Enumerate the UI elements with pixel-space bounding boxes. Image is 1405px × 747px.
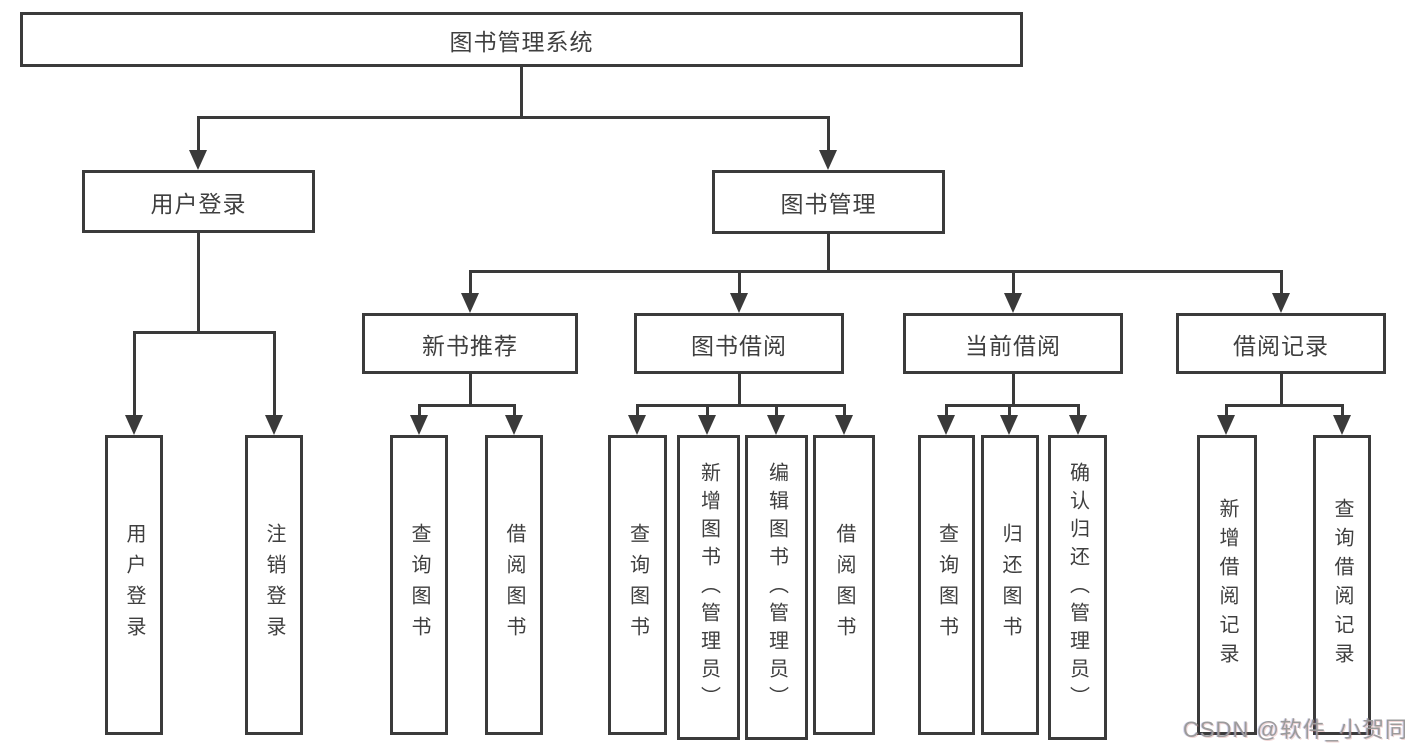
arrow-down-icon [1000,415,1018,435]
leaf-borrow-query-book: 查询图书 [608,435,667,735]
leaf-current-query-book: 查询图书 [918,435,975,735]
node-borrow-record-label: 借阅记录 [1233,332,1329,359]
connector-line [827,234,830,272]
arrow-down-icon [628,415,646,435]
node-book-management-label: 图书管理 [780,191,877,217]
leaf-recommend-query-book: 查询图书 [390,435,448,735]
leaf-confirm-return-admin: 确认归还（管理员） [1048,435,1107,740]
arrow-down-icon [730,293,748,313]
connector-line [1225,404,1228,418]
node-new-book-recommend: 新书推荐 [362,313,578,374]
node-root-label: 图书管理系统 [449,28,594,55]
node-current-borrow: 当前借阅 [903,313,1123,374]
connector-line [775,404,778,418]
leaf-user-login-label: 用户登录 [123,523,145,647]
connector-line [513,404,516,418]
leaf-add-book-admin: 新增图书（管理员） [677,435,740,740]
arrow-down-icon [410,415,428,435]
leaf-return-book: 归还图书 [981,435,1039,735]
node-borrow-record: 借阅记录 [1176,313,1386,374]
connector-line [827,116,830,152]
connector-line [273,331,276,416]
arrow-down-icon [189,150,207,170]
leaf-borrow-book: 借阅图书 [813,435,875,735]
leaf-query-borrow-record: 查询借阅记录 [1313,435,1371,735]
connector-line [706,404,709,418]
leaf-recommend-borrow-book-label: 借阅图书 [503,523,525,647]
leaf-borrow-query-book-label: 查询图书 [626,523,649,647]
arrow-down-icon [1333,415,1351,435]
arrow-down-icon [505,415,523,435]
arrow-down-icon [1069,415,1087,435]
connector-line [945,404,948,418]
connector-line [738,270,741,295]
node-user-login: 用户登录 [82,170,315,233]
leaf-return-book-label: 归还图书 [999,523,1021,647]
connector-line [843,404,846,418]
leaf-recommend-borrow-book: 借阅图书 [485,435,543,735]
leaf-add-book-admin-label: 新增图书（管理员） [697,461,720,714]
connector-line [945,404,1080,407]
connector-line [1012,270,1015,295]
leaf-edit-book-admin-label: 编辑图书（管理员） [765,461,788,714]
node-user-login-label: 用户登录 [150,190,247,217]
connector-line [738,374,741,407]
connector-line [469,270,1283,273]
leaf-borrow-book-label: 借阅图书 [833,523,855,647]
leaf-add-borrow-record: 新增借阅记录 [1197,435,1257,735]
arrow-down-icon [698,415,716,435]
arrow-down-icon [1272,293,1290,313]
node-new-book-recommend-label: 新书推荐 [422,332,518,359]
leaf-add-borrow-record-label: 新增借阅记录 [1216,498,1238,672]
connector-line [197,233,200,334]
arrow-down-icon [1004,293,1022,313]
connector-line [1012,374,1015,407]
node-book-borrow: 图书借阅 [634,313,844,374]
connector-line [133,331,276,334]
node-book-borrow-label: 图书借阅 [691,332,787,359]
connector-line [636,404,846,407]
connector-line [1077,404,1080,418]
connector-line [133,331,136,416]
connector-line [1280,374,1283,407]
arrow-down-icon [819,150,837,170]
arrow-down-icon [767,415,785,435]
connector-line [1341,404,1344,418]
arrow-down-icon [937,415,955,435]
connector-line [1008,404,1011,418]
connector-line [469,374,472,407]
leaf-query-borrow-record-label: 查询借阅记录 [1331,498,1353,672]
leaf-recommend-query-book-label: 查询图书 [408,523,430,647]
csdn-watermark: CSDN @软件_小贺同学 [1183,717,1405,742]
leaf-confirm-return-admin-label: 确认归还（管理员） [1066,461,1089,714]
leaf-current-query-book-label: 查询图书 [935,523,958,647]
leaf-logout-label: 注销登录 [263,523,285,647]
arrow-down-icon [125,415,143,435]
leaf-edit-book-admin: 编辑图书（管理员） [745,435,808,740]
connector-line [418,404,421,418]
connector-line [520,67,523,118]
connector-line [197,116,200,152]
arrow-down-icon [265,415,283,435]
node-current-borrow-label: 当前借阅 [965,332,1061,359]
leaf-user-login: 用户登录 [105,435,163,735]
arrow-down-icon [835,415,853,435]
connector-line [418,404,516,407]
connector-line [1280,270,1283,295]
connector-line [636,404,639,418]
connector-line [469,270,472,295]
connector-line [197,116,830,119]
node-book-management: 图书管理 [712,170,945,234]
arrow-down-icon [1217,415,1235,435]
connector-line [1225,404,1344,407]
leaf-logout: 注销登录 [245,435,303,735]
arrow-down-icon [461,293,479,313]
node-root: 图书管理系统 [20,12,1023,67]
